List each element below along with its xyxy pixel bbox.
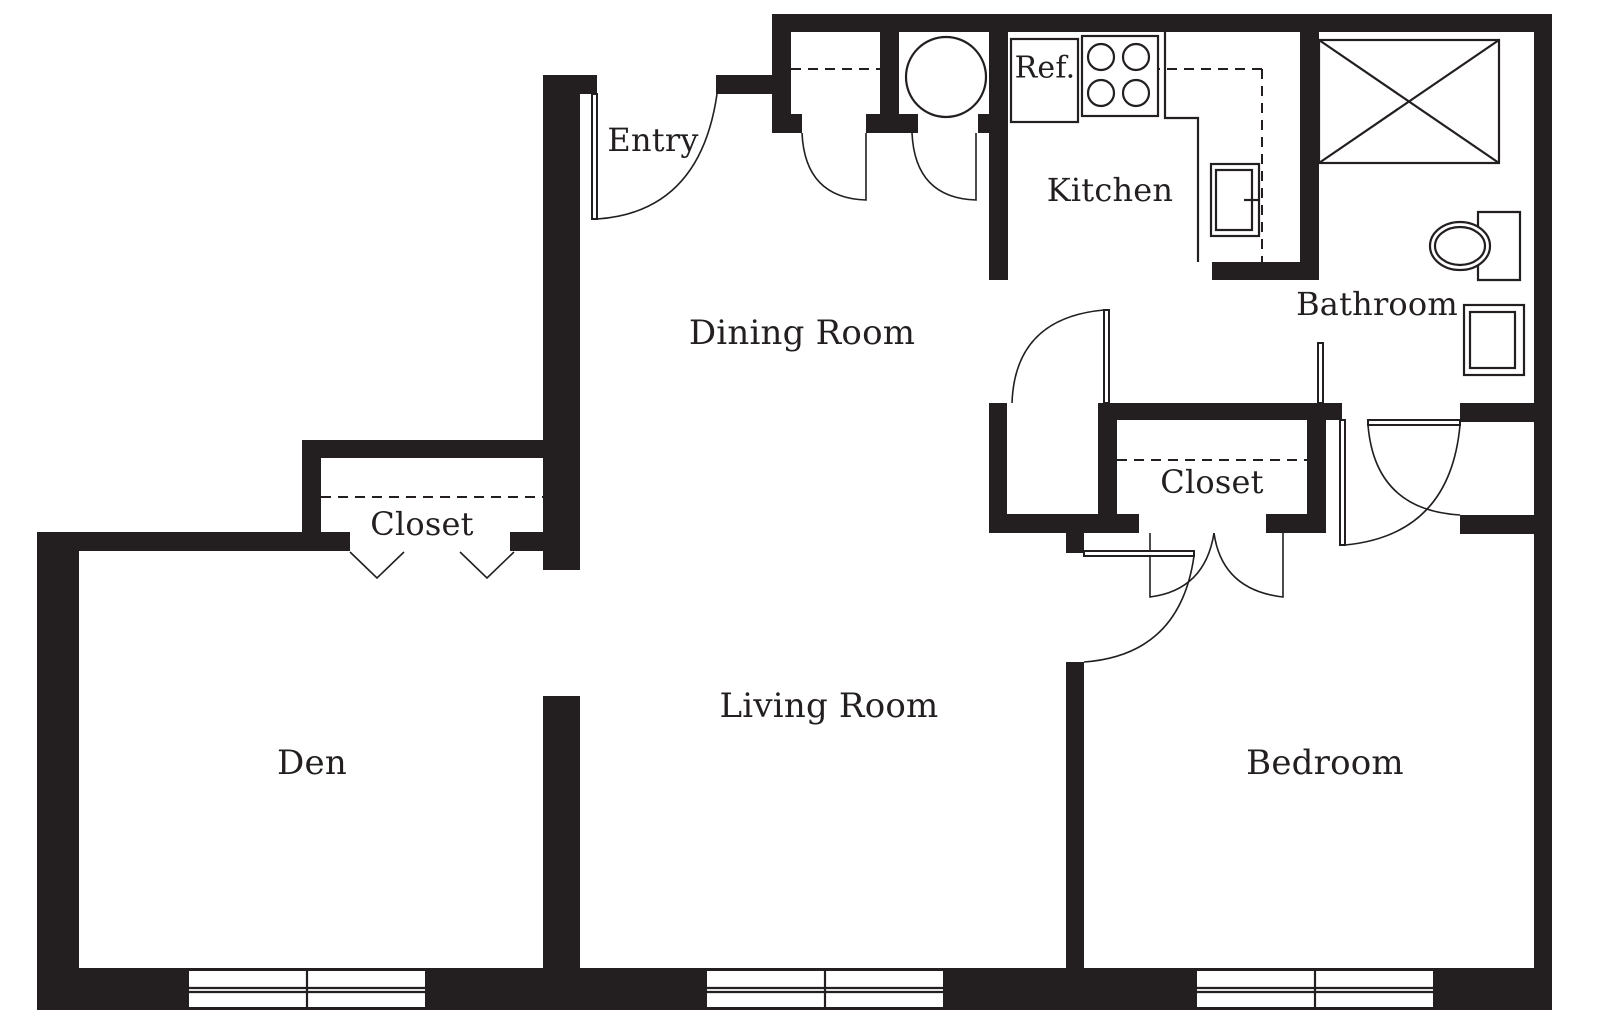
toilet-icon [1428,210,1522,282]
windows [187,969,1435,1009]
label-den: Den [277,743,347,783]
doors [349,93,1461,663]
label-closet-bedroom: Closet [1160,463,1264,501]
label-refrigerator: Ref. [1014,50,1076,86]
label-kitchen: Kitchen [1046,171,1174,209]
label-bedroom: Bedroom [1246,743,1404,783]
interior-walls [543,403,1552,1010]
label-closet-den: Closet [370,505,474,543]
living-room-window-icon [705,969,945,1009]
bedroom-window-icon [1195,969,1435,1009]
label-bathroom: Bathroom [1296,285,1458,323]
label-entry: Entry [607,121,699,159]
refrigerator-icon [1009,37,1080,124]
label-living-room: Living Room [719,686,939,726]
fixtures [904,32,1526,377]
shelf-lines [321,68,1307,498]
label-dining-room: Dining Room [688,313,916,353]
den-window-icon [187,969,427,1009]
